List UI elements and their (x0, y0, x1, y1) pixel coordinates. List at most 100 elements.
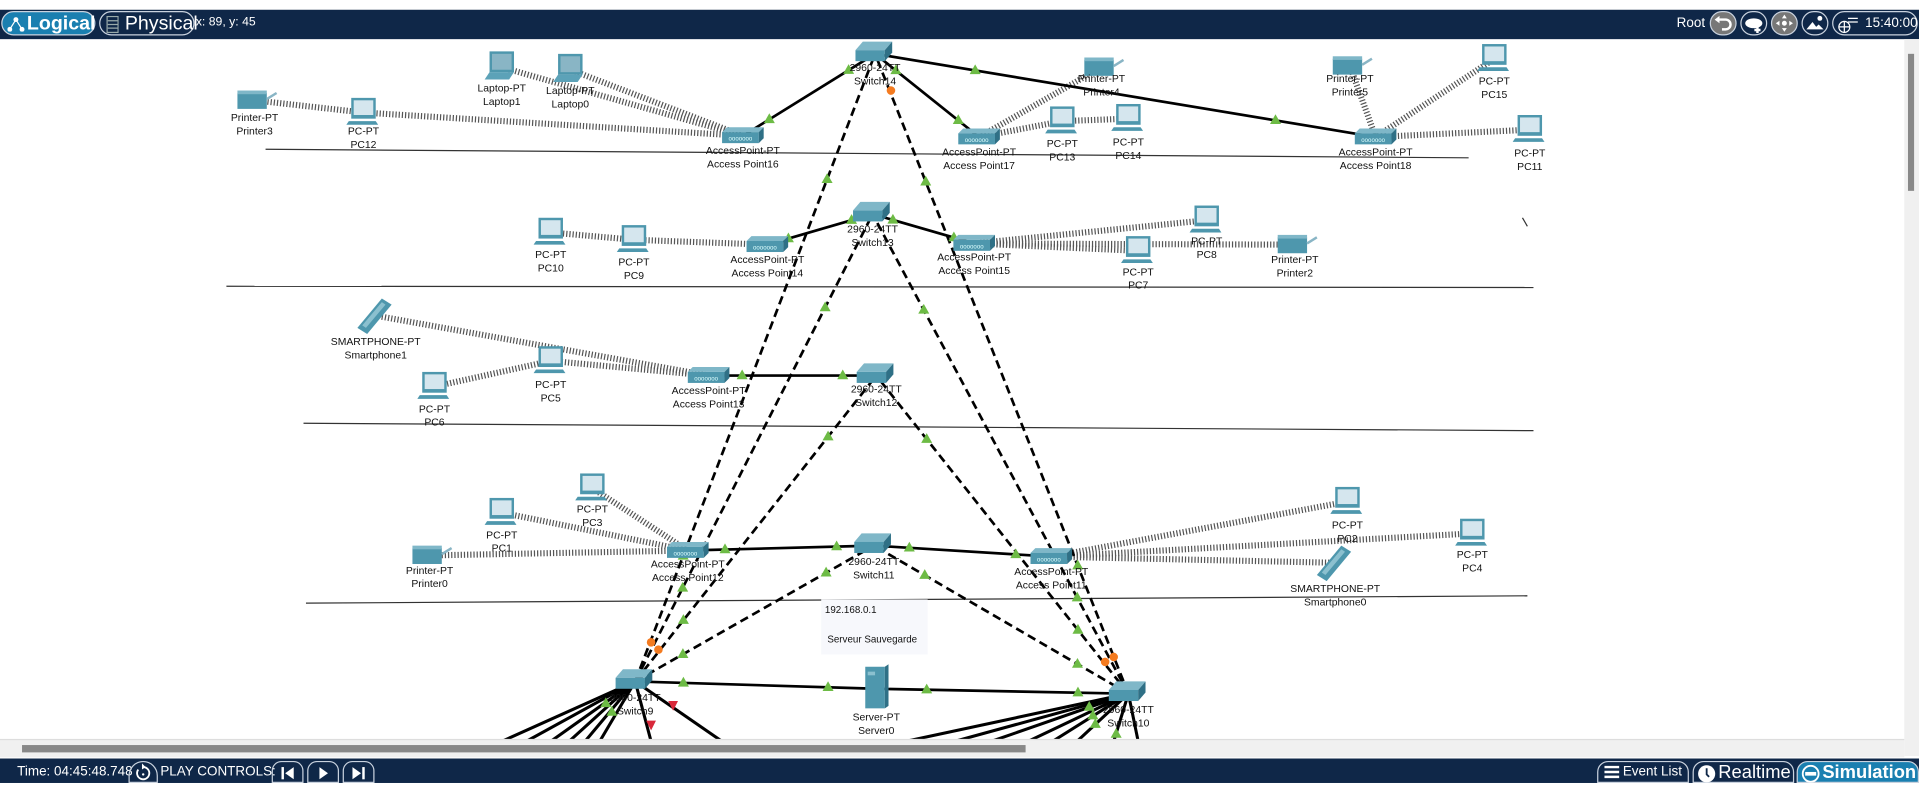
link-down-indicator-icon (646, 720, 656, 731)
device-model-label: AccessPoint-PT (706, 146, 781, 157)
device-name-label: Printer2 (1277, 268, 1314, 279)
pc-icon (1189, 205, 1222, 233)
set-background-button[interactable] (1801, 11, 1829, 36)
move-object-button[interactable] (1770, 11, 1798, 36)
undo-button[interactable] (1709, 11, 1737, 36)
vertical-scrollbar[interactable] (1904, 39, 1919, 757)
link-up-indicator-icon (952, 114, 964, 125)
horizontal-scrollbar[interactable] (0, 738, 1905, 758)
new-cluster-button[interactable] (1740, 11, 1768, 36)
simulation-icon (1801, 764, 1820, 783)
viewport-clock-button[interactable]: 15:40:00 (1832, 11, 1918, 36)
offscreen-link (501, 680, 636, 742)
link-up-indicator-icon (921, 683, 933, 694)
back-button[interactable] (271, 760, 304, 783)
offscreen-link (1126, 693, 1140, 742)
event-list-button[interactable]: Event List (1597, 760, 1689, 783)
printer-icon (1277, 234, 1318, 254)
wireless-link-access-point11-pc2 (1050, 498, 1349, 560)
root-label[interactable]: Root (1676, 15, 1706, 31)
device-model-label: PC-PT (1457, 550, 1489, 561)
forward-button[interactable] (342, 760, 375, 783)
logical-icon (7, 17, 25, 32)
device-model-label: PC-PT (419, 404, 451, 415)
ap-icon: ooooooo (1030, 548, 1073, 564)
device-model-label: PC-PT (618, 257, 650, 268)
link-up-indicator-icon (819, 301, 831, 312)
device-model-label: Printer-PT (231, 113, 279, 124)
device-name-label: Access Point17 (943, 161, 1015, 172)
link-up-indicator-icon (600, 697, 612, 708)
switch-icon (856, 363, 894, 383)
logical-view-button[interactable]: Logical (1, 11, 95, 36)
link-up-indicator-icon (1269, 114, 1282, 125)
wireless-link-access-point13-pc5 (550, 357, 709, 379)
physical-icon (106, 15, 119, 34)
server-tooltip: 192.168.0.1 Serveur Sauvegarde (821, 599, 928, 655)
device-name-label: Server0 (858, 726, 895, 737)
device-name-label: PC12 (350, 140, 376, 151)
step-back-icon (281, 767, 294, 780)
device-name-label: Access Point13 (673, 399, 745, 410)
offscreen-links (501, 680, 1140, 742)
reset-time-button[interactable] (128, 760, 158, 783)
wireless-link-pc9-pc10 (550, 229, 635, 243)
realtime-button[interactable]: Realtime (1692, 760, 1795, 783)
switch-icon (615, 669, 653, 689)
horizontal-scroll-thumb[interactable] (22, 745, 1026, 753)
play-button[interactable] (307, 760, 340, 783)
ap-icon: ooooooo (958, 128, 1000, 145)
offscreen-link (549, 680, 637, 742)
pc-icon (575, 473, 608, 501)
ap-icon: ooooooo (722, 127, 764, 144)
vertical-scroll-thumb[interactable] (1907, 53, 1915, 191)
device-model-label: Printer-PT (1078, 74, 1126, 85)
device-name-label: PC7 (1128, 281, 1148, 292)
simulation-button[interactable]: Simulation (1796, 760, 1919, 783)
physical-view-button[interactable]: Physical (99, 11, 198, 36)
simulation-label: Simulation (1822, 762, 1917, 783)
viewport-globe-icon (1838, 17, 1858, 34)
crossover-link-switch9-switch14 (633, 53, 877, 682)
